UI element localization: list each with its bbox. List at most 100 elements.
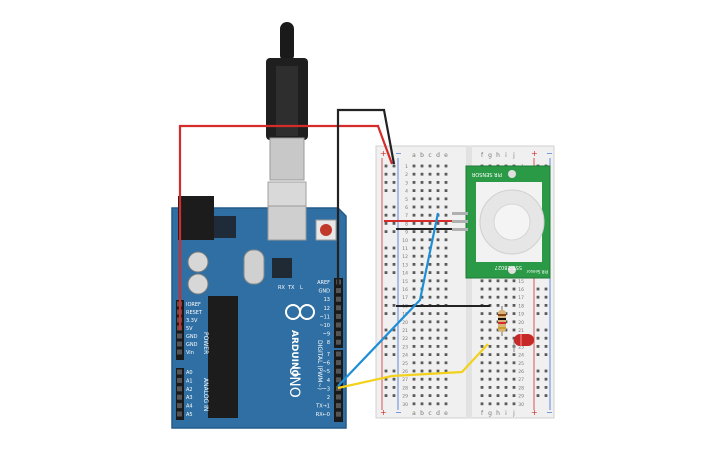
- breadboard-hole[interactable]: [428, 402, 432, 406]
- rail-hole[interactable]: [392, 271, 396, 274]
- breadboard-hole[interactable]: [412, 369, 416, 373]
- breadboard-hole[interactable]: [512, 377, 516, 381]
- analog-pin-hole[interactable]: [177, 377, 182, 383]
- breadboard-hole[interactable]: [436, 205, 440, 209]
- breadboard-hole[interactable]: [504, 304, 508, 307]
- breadboard-hole[interactable]: [420, 271, 424, 274]
- breadboard-hole[interactable]: [488, 312, 492, 315]
- breadboard-hole[interactable]: [436, 312, 440, 315]
- breadboard-hole[interactable]: [444, 263, 448, 266]
- breadboard-hole[interactable]: [444, 279, 448, 283]
- breadboard-hole[interactable]: [420, 197, 424, 201]
- breadboard-hole[interactable]: [412, 295, 416, 299]
- breadboard-hole[interactable]: [420, 345, 424, 348]
- breadboard-hole[interactable]: [480, 295, 484, 299]
- rail-hole[interactable]: [384, 263, 388, 266]
- breadboard-hole[interactable]: [496, 336, 500, 340]
- breadboard-hole[interactable]: [504, 369, 508, 373]
- rail-hole[interactable]: [384, 345, 388, 348]
- breadboard-hole[interactable]: [488, 345, 492, 348]
- breadboard-hole[interactable]: [428, 230, 432, 233]
- breadboard-hole[interactable]: [412, 377, 416, 381]
- breadboard-hole[interactable]: [436, 386, 440, 389]
- breadboard-hole[interactable]: [420, 328, 424, 332]
- breadboard-hole[interactable]: [436, 320, 440, 324]
- breadboard-hole[interactable]: [428, 263, 432, 266]
- breadboard-hole[interactable]: [436, 189, 440, 192]
- breadboard-hole[interactable]: [444, 345, 448, 348]
- rail-hole[interactable]: [544, 304, 548, 307]
- breadboard-hole[interactable]: [428, 312, 432, 315]
- breadboard-hole[interactable]: [512, 402, 516, 406]
- breadboard-hole[interactable]: [444, 377, 448, 381]
- breadboard-hole[interactable]: [444, 254, 448, 258]
- power-pin-hole[interactable]: [177, 333, 182, 339]
- breadboard-hole[interactable]: [504, 295, 508, 299]
- rail-hole[interactable]: [384, 271, 388, 274]
- rail-hole[interactable]: [544, 394, 548, 397]
- breadboard-hole[interactable]: [504, 336, 508, 340]
- breadboard-hole[interactable]: [412, 172, 416, 176]
- digital-pin-hole[interactable]: [336, 360, 341, 366]
- breadboard-hole[interactable]: [436, 353, 440, 356]
- breadboard-hole[interactable]: [444, 320, 448, 324]
- breadboard-hole[interactable]: [436, 394, 440, 397]
- breadboard-hole[interactable]: [444, 353, 448, 356]
- analog-pin-hole[interactable]: [177, 394, 182, 400]
- breadboard-hole[interactable]: [444, 189, 448, 192]
- breadboard-hole[interactable]: [488, 361, 492, 365]
- breadboard-hole[interactable]: [504, 377, 508, 381]
- breadboard-hole[interactable]: [428, 320, 432, 324]
- breadboard-hole[interactable]: [412, 386, 416, 389]
- breadboard-hole[interactable]: [420, 246, 424, 250]
- rail-hole[interactable]: [384, 287, 388, 291]
- breadboard-hole[interactable]: [412, 213, 416, 217]
- breadboard-hole[interactable]: [428, 394, 432, 397]
- rail-hole[interactable]: [392, 377, 396, 381]
- breadboard-hole[interactable]: [436, 172, 440, 176]
- breadboard-hole[interactable]: [420, 213, 424, 217]
- breadboard-hole[interactable]: [420, 377, 424, 381]
- rail-hole[interactable]: [392, 222, 396, 225]
- breadboard-hole[interactable]: [480, 279, 484, 283]
- breadboard-hole[interactable]: [480, 369, 484, 373]
- breadboard-hole[interactable]: [420, 263, 424, 266]
- breadboard-hole[interactable]: [428, 369, 432, 373]
- breadboard-hole[interactable]: [420, 230, 424, 233]
- breadboard-hole[interactable]: [428, 279, 432, 283]
- rail-hole[interactable]: [536, 304, 540, 307]
- rail-hole[interactable]: [392, 287, 396, 291]
- breadboard-hole[interactable]: [496, 295, 500, 299]
- rail-hole[interactable]: [392, 304, 396, 307]
- breadboard-hole[interactable]: [488, 402, 492, 406]
- breadboard-hole[interactable]: [488, 328, 492, 332]
- rail-hole[interactable]: [384, 369, 388, 373]
- breadboard-hole[interactable]: [512, 328, 516, 332]
- breadboard-hole[interactable]: [428, 386, 432, 389]
- breadboard-hole[interactable]: [488, 386, 492, 389]
- breadboard-hole[interactable]: [428, 172, 432, 176]
- breadboard-hole[interactable]: [512, 394, 516, 397]
- breadboard-hole[interactable]: [512, 295, 516, 299]
- breadboard-hole[interactable]: [488, 394, 492, 397]
- rail-hole[interactable]: [392, 254, 396, 258]
- breadboard-hole[interactable]: [488, 320, 492, 324]
- digital-pin-hole[interactable]: [336, 411, 341, 417]
- breadboard-hole[interactable]: [480, 361, 484, 365]
- breadboard-hole[interactable]: [412, 353, 416, 356]
- rail-hole[interactable]: [392, 394, 396, 397]
- breadboard-hole[interactable]: [420, 361, 424, 365]
- rail-hole[interactable]: [384, 205, 388, 209]
- breadboard-hole[interactable]: [512, 336, 516, 340]
- breadboard-hole[interactable]: [512, 279, 516, 283]
- rail-hole[interactable]: [392, 263, 396, 266]
- analog-pin-hole[interactable]: [177, 369, 182, 375]
- breadboard-hole[interactable]: [480, 402, 484, 406]
- analog-pin-hole[interactable]: [177, 411, 182, 417]
- breadboard-hole[interactable]: [428, 287, 432, 291]
- breadboard-hole[interactable]: [428, 295, 432, 299]
- rail-hole[interactable]: [544, 328, 548, 332]
- breadboard-hole[interactable]: [412, 263, 416, 266]
- breadboard-hole[interactable]: [428, 238, 432, 242]
- digital-pin-hole[interactable]: [336, 296, 341, 302]
